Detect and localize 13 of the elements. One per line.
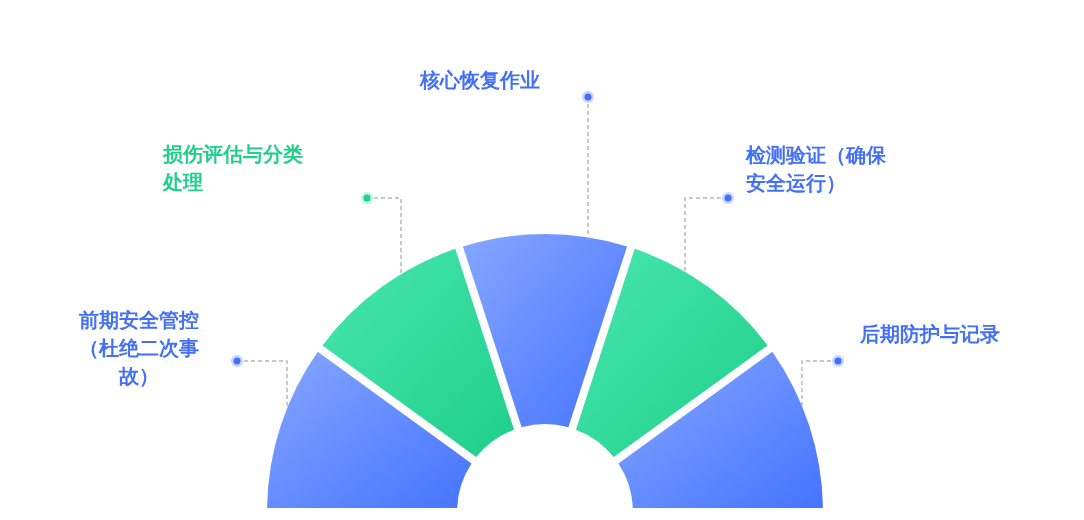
leader-line — [801, 355, 844, 409]
segment-wedge — [322, 248, 515, 458]
segment-wedge — [575, 248, 768, 458]
step-label: 检测验证（确保安全运行） — [746, 141, 898, 197]
step-label: 损伤评估与分类处理 — [163, 140, 315, 196]
segment-wedge — [618, 351, 823, 508]
step-label: 前期安全管控（杜绝二次事故） — [62, 306, 216, 390]
segment-wedge — [267, 351, 472, 508]
leader-line — [582, 91, 594, 241]
leader-line — [231, 355, 288, 412]
segment-wedge — [462, 234, 628, 428]
step-label: 核心恢复作业 — [420, 66, 580, 94]
step-label: 后期防护与记录 — [860, 320, 1060, 348]
